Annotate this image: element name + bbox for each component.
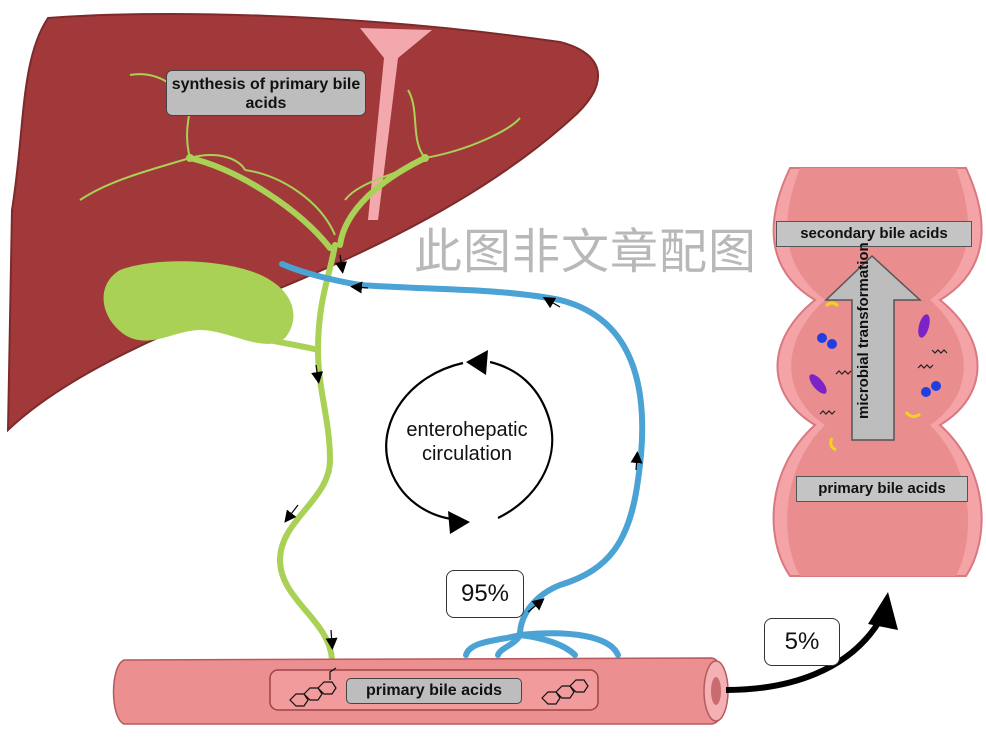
microbial-transformation-label: microbial transformation <box>855 242 872 419</box>
cycle-arrowhead-bottom <box>448 511 470 534</box>
secondary-bile-acids-label: secondary bile acids <box>776 221 972 247</box>
coccus-bacteria-icon <box>817 333 827 343</box>
coccus-bacteria-icon <box>827 339 837 349</box>
spiral-bacteria-icon <box>917 364 934 369</box>
spiral-bacteria-icon <box>931 349 948 354</box>
enterohepatic-label: enterohepatic circulation <box>406 419 528 465</box>
primary-bile-acids-colon-label: primary bile acids <box>796 476 968 502</box>
colon-arrowhead <box>868 592 898 630</box>
vibrio-bacteria-icon <box>829 437 837 452</box>
bile-flow-arrows <box>284 254 348 650</box>
colon-transfer-arrow <box>725 618 883 693</box>
spiral-bacteria-icon <box>819 410 836 415</box>
percent-colon-label: 5% <box>764 618 840 666</box>
gut-microbes <box>809 301 948 452</box>
falciform-ligament <box>360 28 432 220</box>
circulation-cycle <box>385 360 554 522</box>
cycle-arrowhead-top <box>466 350 488 375</box>
transformation-arrow <box>824 254 922 441</box>
vibrio-bacteria-icon <box>904 411 921 419</box>
percent-reabsorbed-label: 95% <box>446 570 524 618</box>
portal-flow-arrows <box>350 281 643 613</box>
primary-bile-acids-intestine-label: primary bile acids <box>346 678 522 704</box>
bile-acid-molecule-icon <box>289 667 337 707</box>
rod-bacteria-icon <box>918 314 930 338</box>
synthesis-label: synthesis of primary bile acids <box>166 70 366 116</box>
gallbladder <box>103 261 294 344</box>
coccus-bacteria-icon <box>931 381 941 391</box>
coccus-bacteria-icon <box>921 387 931 397</box>
vibrio-bacteria-icon <box>824 301 840 308</box>
intestine-lumen <box>711 677 721 705</box>
rod-bacteria-icon <box>809 374 827 394</box>
spiral-bacteria-icon <box>835 370 852 375</box>
bile-acid-molecule-icon <box>541 679 589 705</box>
watermark: 此图非文章配图 <box>414 224 758 280</box>
